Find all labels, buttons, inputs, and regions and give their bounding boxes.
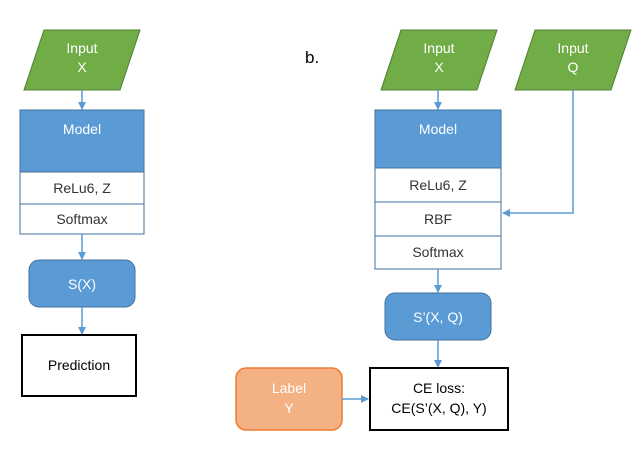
ce-loss-node — [369, 367, 509, 431]
input-q-line1: Input — [557, 40, 588, 56]
model-block-b — [374, 109, 502, 169]
relu-label-b: ReLu6, Z — [409, 177, 467, 193]
prediction-node — [21, 334, 137, 397]
input-x-b-line1: Input — [423, 40, 454, 56]
softmax-label-b: Softmax — [412, 244, 463, 260]
prediction-label: Prediction — [48, 357, 110, 373]
relu-label: ReLu6, Z — [53, 180, 111, 196]
model-block — [19, 109, 145, 173]
input-q-node — [514, 29, 632, 91]
ce-loss-line1: CE loss: — [413, 380, 465, 396]
panel-b: b. Input X Input Q Model ReLu6, Z RBF So… — [235, 29, 632, 431]
label-y-line2: Y — [284, 400, 294, 416]
input-q-line2: Q — [568, 59, 579, 75]
input-x-b-line2: X — [434, 59, 444, 75]
panel-a: Input X Model ReLu6, Z Softmax S(X) Pred… — [19, 29, 145, 397]
input-x-line2: X — [77, 59, 87, 75]
input-x-line1: Input — [66, 40, 97, 56]
label-y-node — [235, 367, 343, 431]
softmax-layer — [19, 203, 145, 235]
arrow-input-q-to-rbf — [502, 90, 574, 217]
label-y-line1: Label — [272, 380, 306, 396]
relu-layer-b — [374, 167, 502, 203]
model-label-b: Model — [419, 121, 457, 137]
score-label-b: S’(X, Q) — [413, 309, 463, 325]
rbf-label: RBF — [424, 211, 452, 227]
input-x-node — [23, 29, 141, 91]
input-x-node-b — [380, 29, 498, 91]
model-label: Model — [63, 121, 101, 137]
score-label: S(X) — [68, 276, 96, 292]
relu-layer — [19, 171, 145, 205]
softmax-label: Softmax — [56, 211, 107, 227]
panel-b-label: b. — [305, 48, 319, 67]
ce-loss-line2: CE(S’(X, Q), Y) — [391, 400, 486, 416]
